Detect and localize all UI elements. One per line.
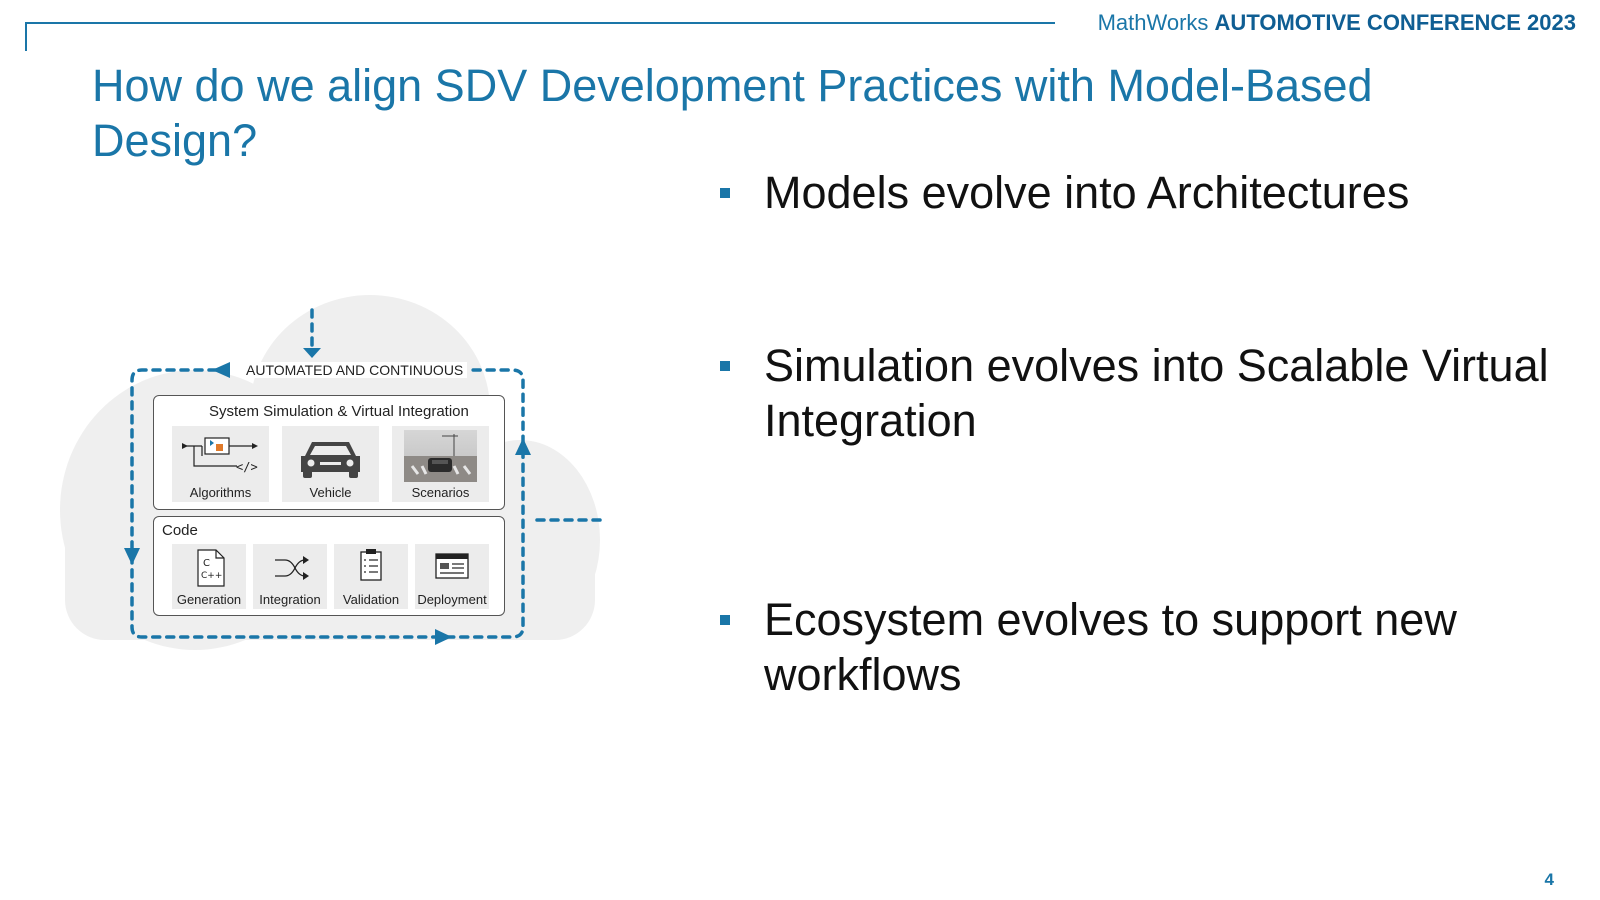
algorithm-block-icon: </> (182, 437, 258, 474)
code-panel: Code C C++ Generation Integration (153, 516, 505, 616)
slide-title: How do we align SDV Development Practice… (92, 60, 1373, 166)
panel-title: Code (162, 522, 198, 539)
tile-validation: Validation (334, 544, 408, 609)
tile-label: Validation (342, 592, 400, 607)
loop-label: AUTOMATED AND CONTINUOUS (242, 362, 468, 378)
tile-label: Algorithms (189, 485, 252, 500)
tile-label: Scenarios (411, 485, 470, 500)
brand-regular: MathWorks (1097, 10, 1209, 35)
header-rule-tick (25, 22, 27, 51)
panel-title: System Simulation & Virtual Integration (209, 403, 469, 420)
tile-scenarios: Scenarios (392, 426, 489, 502)
bullet-text: Models evolve into Architectures (764, 167, 1410, 218)
bullet-marker-icon (720, 615, 730, 625)
bullet-marker-icon (720, 361, 730, 371)
tile-vehicle: Vehicle (282, 426, 379, 502)
clipboard-icon (360, 549, 382, 581)
car-icon (301, 442, 360, 478)
tile-label: Generation (176, 592, 242, 607)
brand-bold: AUTOMOTIVE CONFERENCE 2023 (1214, 10, 1576, 35)
header-brand: MathWorks AUTOMOTIVE CONFERENCE 2023 (1098, 10, 1576, 36)
bullet-marker-icon (720, 188, 730, 198)
code-file-icon: C C++ (197, 549, 225, 587)
tile-algorithms: </> Algorithms (172, 426, 269, 502)
tile-label: Integration (259, 592, 321, 607)
shuffle-icon (275, 556, 309, 580)
svg-text:</>: </> (236, 460, 258, 474)
scenario-image (404, 430, 477, 482)
tile-generation: C C++ Generation (172, 544, 246, 609)
continuous-loop (130, 308, 609, 639)
workflow-diagram: AUTOMATED AND CONTINUOUS System Simulati… (40, 290, 640, 670)
bullet-text: Ecosystem evolves to support new workflo… (764, 594, 1457, 700)
tile-label: Deployment (417, 592, 487, 607)
header-rule (25, 22, 1055, 24)
page-number: 4 (1544, 870, 1554, 889)
bullet-text: Simulation evolves into Scalable Virtual… (764, 340, 1549, 446)
deployment-window-icon (435, 553, 469, 579)
tile-integration: Integration (253, 544, 327, 609)
system-simulation-panel: System Simulation & Virtual Integration … (153, 395, 505, 510)
svg-text:C: C (203, 558, 210, 569)
tile-deployment: Deployment (415, 544, 489, 609)
svg-text:C++: C++ (201, 571, 222, 581)
tile-label: Vehicle (309, 485, 352, 500)
loop-arrows (124, 348, 531, 645)
